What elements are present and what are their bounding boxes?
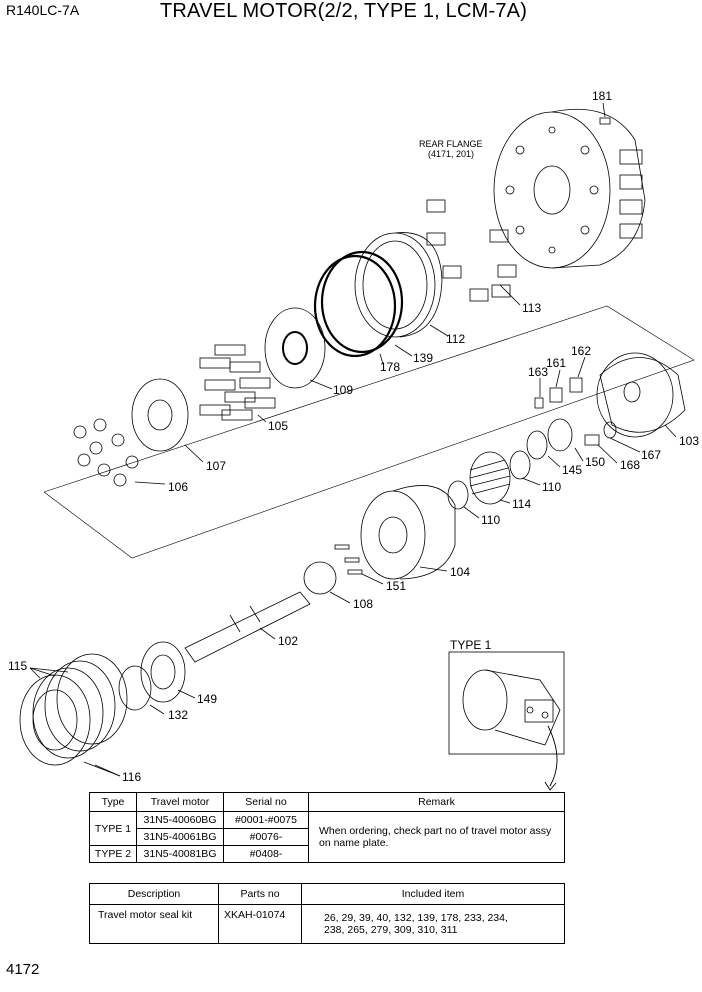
type-cell: TYPE 1 — [89, 811, 137, 846]
included-cell: 26, 29, 39, 40, 132, 139, 178, 233, 234,… — [301, 904, 565, 944]
callout-109: 109 — [333, 383, 353, 397]
remark-cell: When ordering, check part no of travel m… — [308, 811, 565, 863]
table-row: TYPE 2 31N5-40081BG #0408- — [89, 845, 565, 863]
collar-132 — [118, 665, 152, 711]
ring-145 — [526, 430, 548, 460]
motor-cell: 31N5-40081BG — [136, 845, 224, 863]
callout-149: 149 — [197, 692, 217, 706]
description-cell: Travel motor seal kit — [89, 904, 219, 944]
callout-107: 107 — [206, 459, 226, 473]
remark-line-2: on name plate. — [319, 837, 389, 849]
callout-110-lower: 110 — [481, 513, 500, 527]
included-line-2: 238, 265, 279, 309, 310, 311 — [324, 924, 458, 936]
callout-163: 163 — [528, 365, 548, 379]
callout-161: 161 — [546, 356, 566, 370]
seal-kit-table: Description Parts no Included item Trave… — [89, 883, 565, 944]
col-description: Description — [89, 883, 219, 905]
bushing-108 — [303, 561, 337, 595]
part-162 — [569, 377, 583, 393]
assembly-boundary — [43, 305, 695, 559]
callout-168: 168 — [620, 458, 640, 472]
table-row: TYPE 1 31N5-40060BG #0001-#0075 When ord… — [89, 811, 565, 863]
callout-113: 113 — [522, 301, 541, 315]
col-remark: Remark — [308, 792, 565, 812]
col-type: Type — [89, 792, 137, 812]
serial-cell: #0408- — [223, 845, 309, 863]
cylinder-block-104 — [360, 485, 456, 580]
pin-181 — [599, 117, 611, 125]
model-code: R140LC-7A — [6, 2, 80, 18]
callout-102: 102 — [278, 634, 298, 648]
o-ring-139 — [320, 250, 404, 354]
col-serial-no: Serial no — [223, 792, 309, 812]
type1-inset-frame — [448, 651, 565, 755]
callout-145: 145 — [562, 463, 582, 477]
callout-151: 151 — [386, 579, 406, 593]
col-included-item: Included item — [301, 883, 565, 905]
callout-116: 116 — [122, 770, 141, 784]
callout-167: 167 — [641, 448, 661, 462]
callout-162: 162 — [571, 344, 591, 358]
part-168 — [584, 434, 600, 446]
part-163 — [534, 397, 544, 409]
bearing-149-inner — [150, 654, 176, 690]
swash-plate-103 — [596, 352, 686, 438]
shoes-106 — [73, 418, 139, 487]
parts-no-cell: XKAH-01074 — [218, 904, 302, 944]
part-161 — [549, 387, 563, 403]
rear-flange-label: REAR FLANGE — [419, 139, 483, 149]
friction-plates — [19, 653, 128, 766]
callout-104: 104 — [450, 565, 470, 579]
callout-181: 181 — [592, 89, 612, 103]
callout-139: 139 — [413, 351, 433, 365]
callout-105: 105 — [268, 419, 288, 433]
spring-114 — [469, 451, 511, 505]
type1-pointer-arrow — [547, 725, 558, 787]
callout-178: 178 — [380, 360, 400, 374]
retainer-plate-107 — [131, 378, 189, 452]
type1-motor-image — [462, 669, 561, 746]
type1-label: TYPE 1 — [450, 638, 492, 652]
col-travel-motor: Travel motor — [136, 792, 224, 812]
callout-150: 150 — [585, 455, 605, 469]
callout-112: 112 — [446, 332, 465, 346]
pistons-105 — [199, 344, 276, 421]
motor-cell: 31N5-40061BG — [136, 828, 224, 846]
serial-cell: #0076- — [223, 828, 309, 846]
bearing-149 — [140, 641, 186, 703]
callout-110-upper: 110 — [542, 480, 561, 494]
callout-132: 132 — [168, 708, 188, 722]
callout-114: 114 — [512, 497, 531, 511]
included-line-1: 26, 29, 39, 40, 132, 139, 178, 233, 234, — [324, 912, 508, 924]
bearing-150 — [547, 418, 573, 452]
o-ring-178 — [313, 254, 397, 358]
travel-motor-type-table: Type Travel motor Serial no Remark TYPE … — [89, 792, 565, 863]
callout-115: 115 — [8, 659, 27, 673]
shim-110-upper — [509, 450, 531, 480]
table-row: Travel motor seal kit XKAH-01074 26, 29,… — [89, 904, 565, 944]
callout-108: 108 — [353, 597, 373, 611]
col-parts-no: Parts no — [218, 883, 302, 905]
springs-113 — [426, 199, 517, 302]
rear-flange-part — [493, 108, 646, 269]
valve-plate-109 — [264, 307, 326, 389]
shaft-102 — [184, 591, 311, 663]
callout-106: 106 — [168, 480, 188, 494]
page-title: TRAVEL MOTOR(2/2, TYPE 1, LCM-7A) — [160, 0, 528, 22]
callout-103: 103 — [679, 434, 699, 448]
page-number: 4172 — [6, 961, 40, 978]
shim-110-lower — [447, 480, 469, 510]
pins-151 — [334, 544, 363, 575]
remark-line-1: When ordering, check part no of travel m… — [319, 825, 552, 837]
serial-cell: #0001-#0075 — [223, 811, 309, 829]
motor-cell: 31N5-40060BG — [136, 811, 224, 829]
rear-flange-ref: (4171, 201) — [428, 149, 474, 159]
type-cell: TYPE 2 — [89, 845, 137, 863]
